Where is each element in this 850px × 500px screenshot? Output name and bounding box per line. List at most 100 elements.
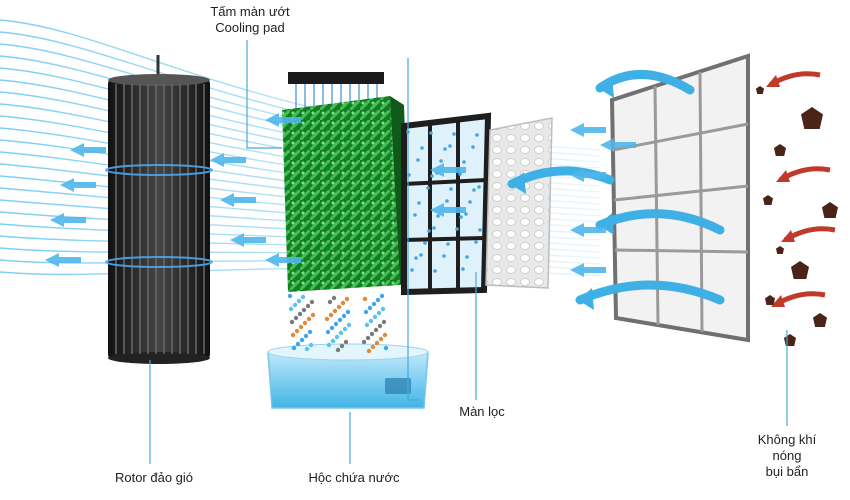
filter-dot	[452, 132, 456, 136]
water-droplet	[301, 307, 307, 313]
water-droplet	[294, 328, 300, 334]
dust-particle-icon	[765, 295, 775, 305]
water-droplet	[339, 343, 345, 349]
water-droplet	[292, 302, 298, 308]
water-droplet	[308, 342, 314, 348]
water-droplet	[377, 323, 383, 329]
filter-dot	[429, 131, 433, 135]
dust-particle-icon	[784, 334, 796, 346]
water-droplet	[383, 345, 389, 351]
water-droplet	[370, 344, 376, 350]
water-droplet	[310, 312, 316, 318]
hot-air-arrow-head	[771, 295, 785, 307]
water-droplet	[343, 339, 349, 345]
filter-dot	[423, 241, 427, 245]
small-air-arrow-icons	[45, 113, 636, 277]
dust-particle-icon	[801, 107, 823, 129]
water-droplet	[330, 338, 336, 344]
water-droplet	[324, 316, 330, 322]
air-arrow-icon	[265, 113, 301, 127]
air-arrow-icon	[570, 263, 606, 277]
filter-dot	[439, 159, 443, 163]
air-arrow-head	[598, 213, 614, 235]
air-arrow-icon	[220, 193, 256, 207]
hot-air-arrow-head	[766, 75, 780, 87]
hot-air-label-line1: Không khí	[757, 432, 817, 447]
water-droplet	[335, 347, 341, 353]
water-droplet	[368, 318, 374, 324]
air-arrow-icon	[50, 213, 86, 227]
filter-dot	[426, 186, 430, 190]
cooling-pad-label-vi: Tấm màn ướt	[210, 4, 290, 19]
filter-dot	[442, 254, 446, 258]
filter-dot	[410, 268, 414, 272]
water-droplet	[334, 334, 340, 340]
water-droplet	[367, 305, 373, 311]
air-arrow-icon	[45, 253, 81, 267]
dust-particle-icon	[776, 246, 784, 254]
water-droplet	[336, 304, 342, 310]
filter-dot	[427, 229, 431, 233]
water-droplet	[288, 306, 294, 312]
air-arrow-icon	[430, 203, 466, 217]
filter-dot	[458, 172, 462, 176]
filter-dot	[443, 147, 447, 151]
filter-dot	[474, 240, 478, 244]
water-droplet	[371, 301, 377, 307]
filter-dot	[464, 212, 468, 216]
water-droplet	[307, 329, 313, 335]
water-droplet	[365, 335, 371, 341]
water-droplet	[309, 299, 315, 305]
filter-dot	[445, 199, 449, 203]
water-droplet	[373, 327, 379, 333]
dust-particle-icon	[763, 195, 773, 205]
water-droplet	[303, 333, 309, 339]
dust-particle-icon	[822, 202, 838, 218]
filter-dot	[462, 160, 466, 164]
water-droplet	[338, 330, 344, 336]
hot-air-arrow-head	[776, 170, 790, 182]
air-arrow-curve	[575, 280, 725, 305]
filter-dot	[465, 255, 469, 259]
air-arrow-curve	[595, 209, 725, 235]
water-droplet	[295, 341, 301, 347]
filter-dot	[416, 158, 420, 162]
filter-dot	[446, 242, 450, 246]
water-droplet	[374, 340, 380, 346]
water-droplets	[287, 293, 389, 354]
water-droplet	[298, 324, 304, 330]
filter-dot	[448, 144, 452, 148]
filter-dot	[419, 253, 423, 257]
filter-dot	[478, 228, 482, 232]
water-droplet	[361, 339, 367, 345]
filter-label: Màn lọc	[459, 404, 505, 419]
water-droplet	[376, 310, 382, 316]
water-droplet	[291, 345, 297, 351]
cooling-pad-label-en: Cooling pad	[215, 20, 285, 35]
water-droplet	[299, 337, 305, 343]
air-arrow-icon	[70, 143, 106, 157]
water-droplet	[306, 316, 312, 322]
water-droplet	[363, 309, 369, 315]
water-droplet	[302, 320, 308, 326]
air-arrow-icon	[60, 178, 96, 192]
filter-dot	[420, 146, 424, 150]
filter-dot	[413, 213, 417, 217]
water-droplet	[327, 299, 333, 305]
water-droplet	[369, 331, 375, 337]
air-arrow-head	[510, 172, 526, 194]
water-droplet	[378, 336, 384, 342]
filter-dot	[417, 201, 421, 205]
filter-dot	[468, 200, 472, 204]
air-arrow-icon	[230, 233, 266, 247]
filter-dot	[414, 256, 418, 260]
hot-air-label-line3: bụi bẩn	[765, 464, 809, 479]
water-droplet	[333, 321, 339, 327]
rotor-label: Rotor đảo gió	[114, 470, 194, 485]
water-droplet	[332, 308, 338, 314]
filter-dot	[475, 133, 479, 137]
water-droplet	[337, 317, 343, 323]
water-droplet	[345, 309, 351, 315]
water-tank-icon	[267, 343, 429, 409]
